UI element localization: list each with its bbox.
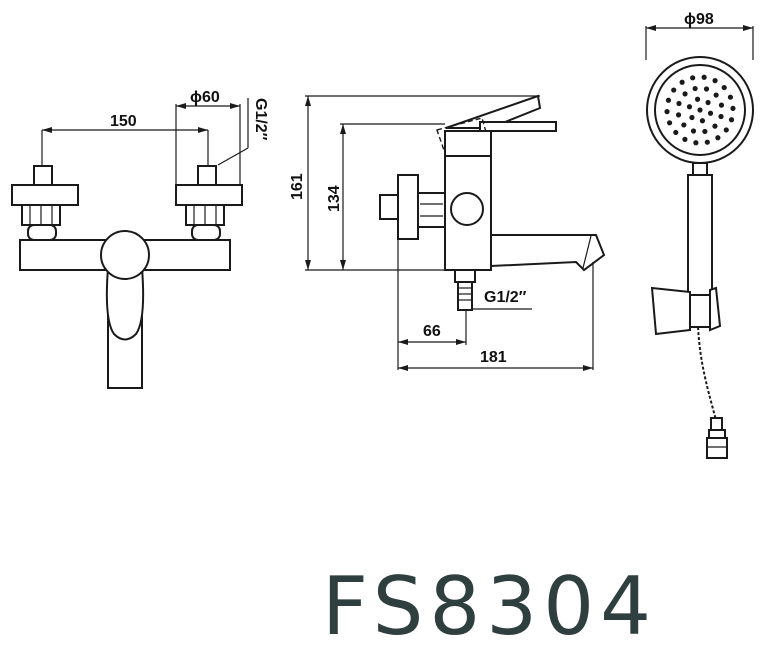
nozzle-dot bbox=[682, 91, 688, 97]
dim-front-spacing: 150 bbox=[110, 113, 137, 130]
nozzle-dot bbox=[681, 122, 687, 128]
nozzle-dot bbox=[721, 84, 727, 91]
dim-side-height-body: 134 bbox=[326, 185, 343, 212]
nozzle-dot bbox=[715, 135, 721, 141]
dim-front-diameter: ϕ60 bbox=[190, 89, 220, 106]
nozzle-dot bbox=[699, 118, 706, 124]
nozzle-dot bbox=[690, 75, 696, 81]
dim-side-depth-total: 181 bbox=[480, 349, 507, 366]
dim-front-thread: G1/2″ bbox=[252, 98, 269, 141]
dim-side-depth-inner: 66 bbox=[423, 323, 441, 340]
nozzle-dot bbox=[690, 128, 697, 134]
side-view: 161 134 G1/2″ bbox=[289, 94, 606, 371]
nozzle-dot bbox=[713, 92, 719, 98]
nozzle-dot bbox=[692, 85, 698, 92]
nozzle-dot bbox=[664, 109, 670, 115]
nozzle-dot bbox=[671, 87, 677, 93]
nozzle-dot bbox=[666, 120, 673, 126]
nozzle-dot bbox=[673, 129, 679, 136]
nozzle-dot bbox=[694, 96, 701, 102]
nozzle-dot bbox=[693, 140, 699, 146]
nozzle-dot bbox=[723, 127, 729, 133]
nozzle-dot bbox=[718, 102, 725, 108]
nozzle-dot bbox=[712, 78, 718, 84]
nozzle-dot bbox=[703, 86, 710, 92]
nozzle-dot bbox=[705, 99, 711, 106]
nozzle-dot bbox=[718, 113, 724, 120]
nozzle-dot bbox=[682, 136, 688, 142]
nozzle-dot bbox=[686, 104, 693, 110]
nozzle-dot bbox=[712, 123, 718, 129]
hand-shower-view: ϕ98 bbox=[645, 11, 754, 459]
nozzle-dot bbox=[697, 107, 703, 113]
nozzle-dot bbox=[665, 97, 672, 103]
shower-nozzles bbox=[664, 74, 736, 146]
nozzle-dot bbox=[701, 74, 707, 80]
dim-shower-diameter: ϕ98 bbox=[684, 11, 714, 28]
nozzle-dot bbox=[728, 117, 735, 123]
nozzle-dot bbox=[730, 105, 736, 111]
model-number: FS8304 bbox=[322, 560, 657, 653]
nozzle-dot bbox=[707, 110, 714, 116]
dim-side-height-total: 161 bbox=[289, 173, 306, 200]
nozzle-dot bbox=[676, 100, 682, 107]
nozzle-dot bbox=[702, 128, 708, 135]
front-view: 150 ϕ60 G1/2″ bbox=[11, 89, 269, 389]
nozzle-dot bbox=[675, 112, 682, 118]
nozzle-dot bbox=[704, 139, 710, 145]
dim-side-thread: G1/2″ bbox=[484, 289, 527, 306]
nozzle-dot bbox=[679, 79, 685, 85]
nozzle-dot bbox=[689, 114, 695, 121]
nozzle-dot bbox=[727, 94, 734, 100]
